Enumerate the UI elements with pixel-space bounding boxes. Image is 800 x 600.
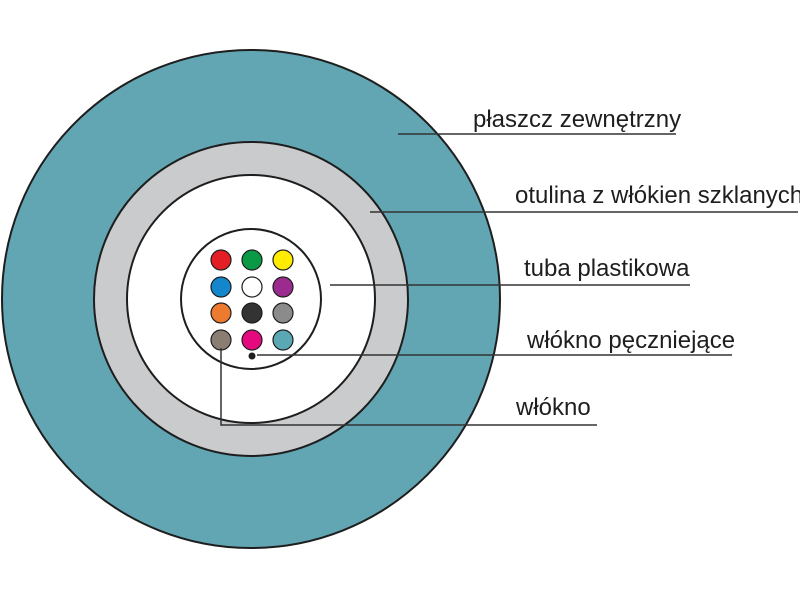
fiber-white <box>241 276 263 298</box>
fiber-brown <box>210 329 232 351</box>
label-plastic-tube: tuba plastikowa <box>524 255 690 282</box>
label-glass-yarn: otulina z włókien szklanych <box>515 182 800 209</box>
fiber-grey <box>272 302 294 324</box>
swelling-fiber-dot <box>248 352 256 360</box>
label-fiber: włókno <box>515 394 591 421</box>
fiber-red <box>210 249 232 271</box>
fiber-black <box>241 302 263 324</box>
label-outer-jacket: płaszcz zewnętrzny <box>473 106 681 133</box>
fiber-orange <box>210 302 232 324</box>
fiber-aqua <box>272 329 294 351</box>
label-swelling-fiber: włókno pęczniejące <box>526 327 735 354</box>
fiber-violet <box>272 276 294 298</box>
fiber-yellow <box>272 249 294 271</box>
fibers-group <box>210 249 294 351</box>
fiber-green <box>241 249 263 271</box>
fiber-pink <box>241 329 263 351</box>
fiber-blue <box>210 276 232 298</box>
leader-line-fiber <box>220 348 597 426</box>
